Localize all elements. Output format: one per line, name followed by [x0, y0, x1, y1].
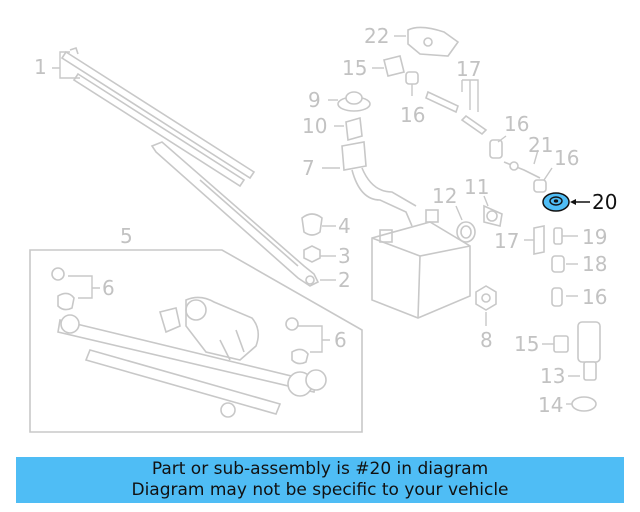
diagram-caption: Part or sub-assembly is #20 in diagram D… [16, 457, 624, 503]
wiper-arm [150, 141, 320, 287]
filter-10 [345, 116, 363, 142]
callout-21: 21 [528, 133, 553, 157]
callout-5: 5 [120, 224, 133, 248]
callout-20: 20 [592, 190, 617, 214]
wiper-motor [185, 296, 260, 361]
callout-17b: 17 [494, 229, 519, 253]
callout-14: 14 [538, 393, 563, 417]
callout-15b: 15 [514, 332, 539, 356]
callout-9: 9 [308, 88, 321, 112]
fitting-16d [551, 287, 563, 307]
callout-6a: 6 [102, 276, 115, 300]
sensor-11 [483, 204, 503, 227]
fitting-18 [551, 255, 565, 273]
callout-18: 18 [582, 252, 607, 276]
grommet-6b [285, 317, 309, 365]
nut-8 [475, 285, 497, 311]
linkage-box [29, 249, 363, 433]
fitting-19 [553, 227, 563, 245]
grommet-6a [51, 267, 75, 311]
callout-13: 13 [540, 364, 565, 388]
wiper-linkage [57, 307, 327, 418]
nozzle-22 [407, 26, 460, 57]
hose-17b [533, 225, 545, 255]
callout-16a: 16 [400, 103, 425, 127]
connector-15a [383, 55, 405, 77]
callout-8: 8 [480, 328, 493, 352]
caption-line-2: Diagram may not be specific to your vehi… [131, 480, 509, 500]
callout-16b: 16 [504, 112, 529, 136]
callout-19: 19 [582, 225, 607, 249]
washer-reservoir [341, 141, 471, 319]
connector-21 [503, 161, 541, 179]
grommet-12 [456, 221, 476, 243]
cap-4 [301, 213, 323, 236]
nut-3 [303, 245, 321, 263]
wiper-blade-assembly [60, 46, 256, 188]
washer-pump [577, 321, 601, 381]
cap-9 [337, 91, 371, 112]
callout-12: 12 [432, 184, 457, 208]
fitting-16c [533, 179, 547, 193]
callout-16d: 16 [582, 285, 607, 309]
part-20-highlight [542, 192, 570, 212]
callout-11: 11 [464, 175, 489, 199]
fitting-16a [405, 71, 419, 85]
fitting-16b [489, 139, 503, 159]
callout-17a: 17 [456, 57, 481, 81]
callout-1: 1 [34, 55, 47, 79]
callout-6b: 6 [334, 328, 347, 352]
leader-lines [52, 35, 590, 405]
connector-15b [553, 335, 569, 353]
callout-16c: 16 [554, 146, 579, 170]
callout-4: 4 [338, 214, 351, 238]
grommet-14 [571, 396, 597, 412]
callout-3: 3 [338, 244, 351, 268]
caption-line-1: Part or sub-assembly is #20 in diagram [151, 459, 489, 479]
callout-10: 10 [302, 114, 327, 138]
callout-2: 2 [338, 268, 351, 292]
callout-15a: 15 [342, 56, 367, 80]
callout-7: 7 [302, 156, 315, 180]
hose-17a [425, 90, 488, 136]
callout-22: 22 [364, 24, 389, 48]
